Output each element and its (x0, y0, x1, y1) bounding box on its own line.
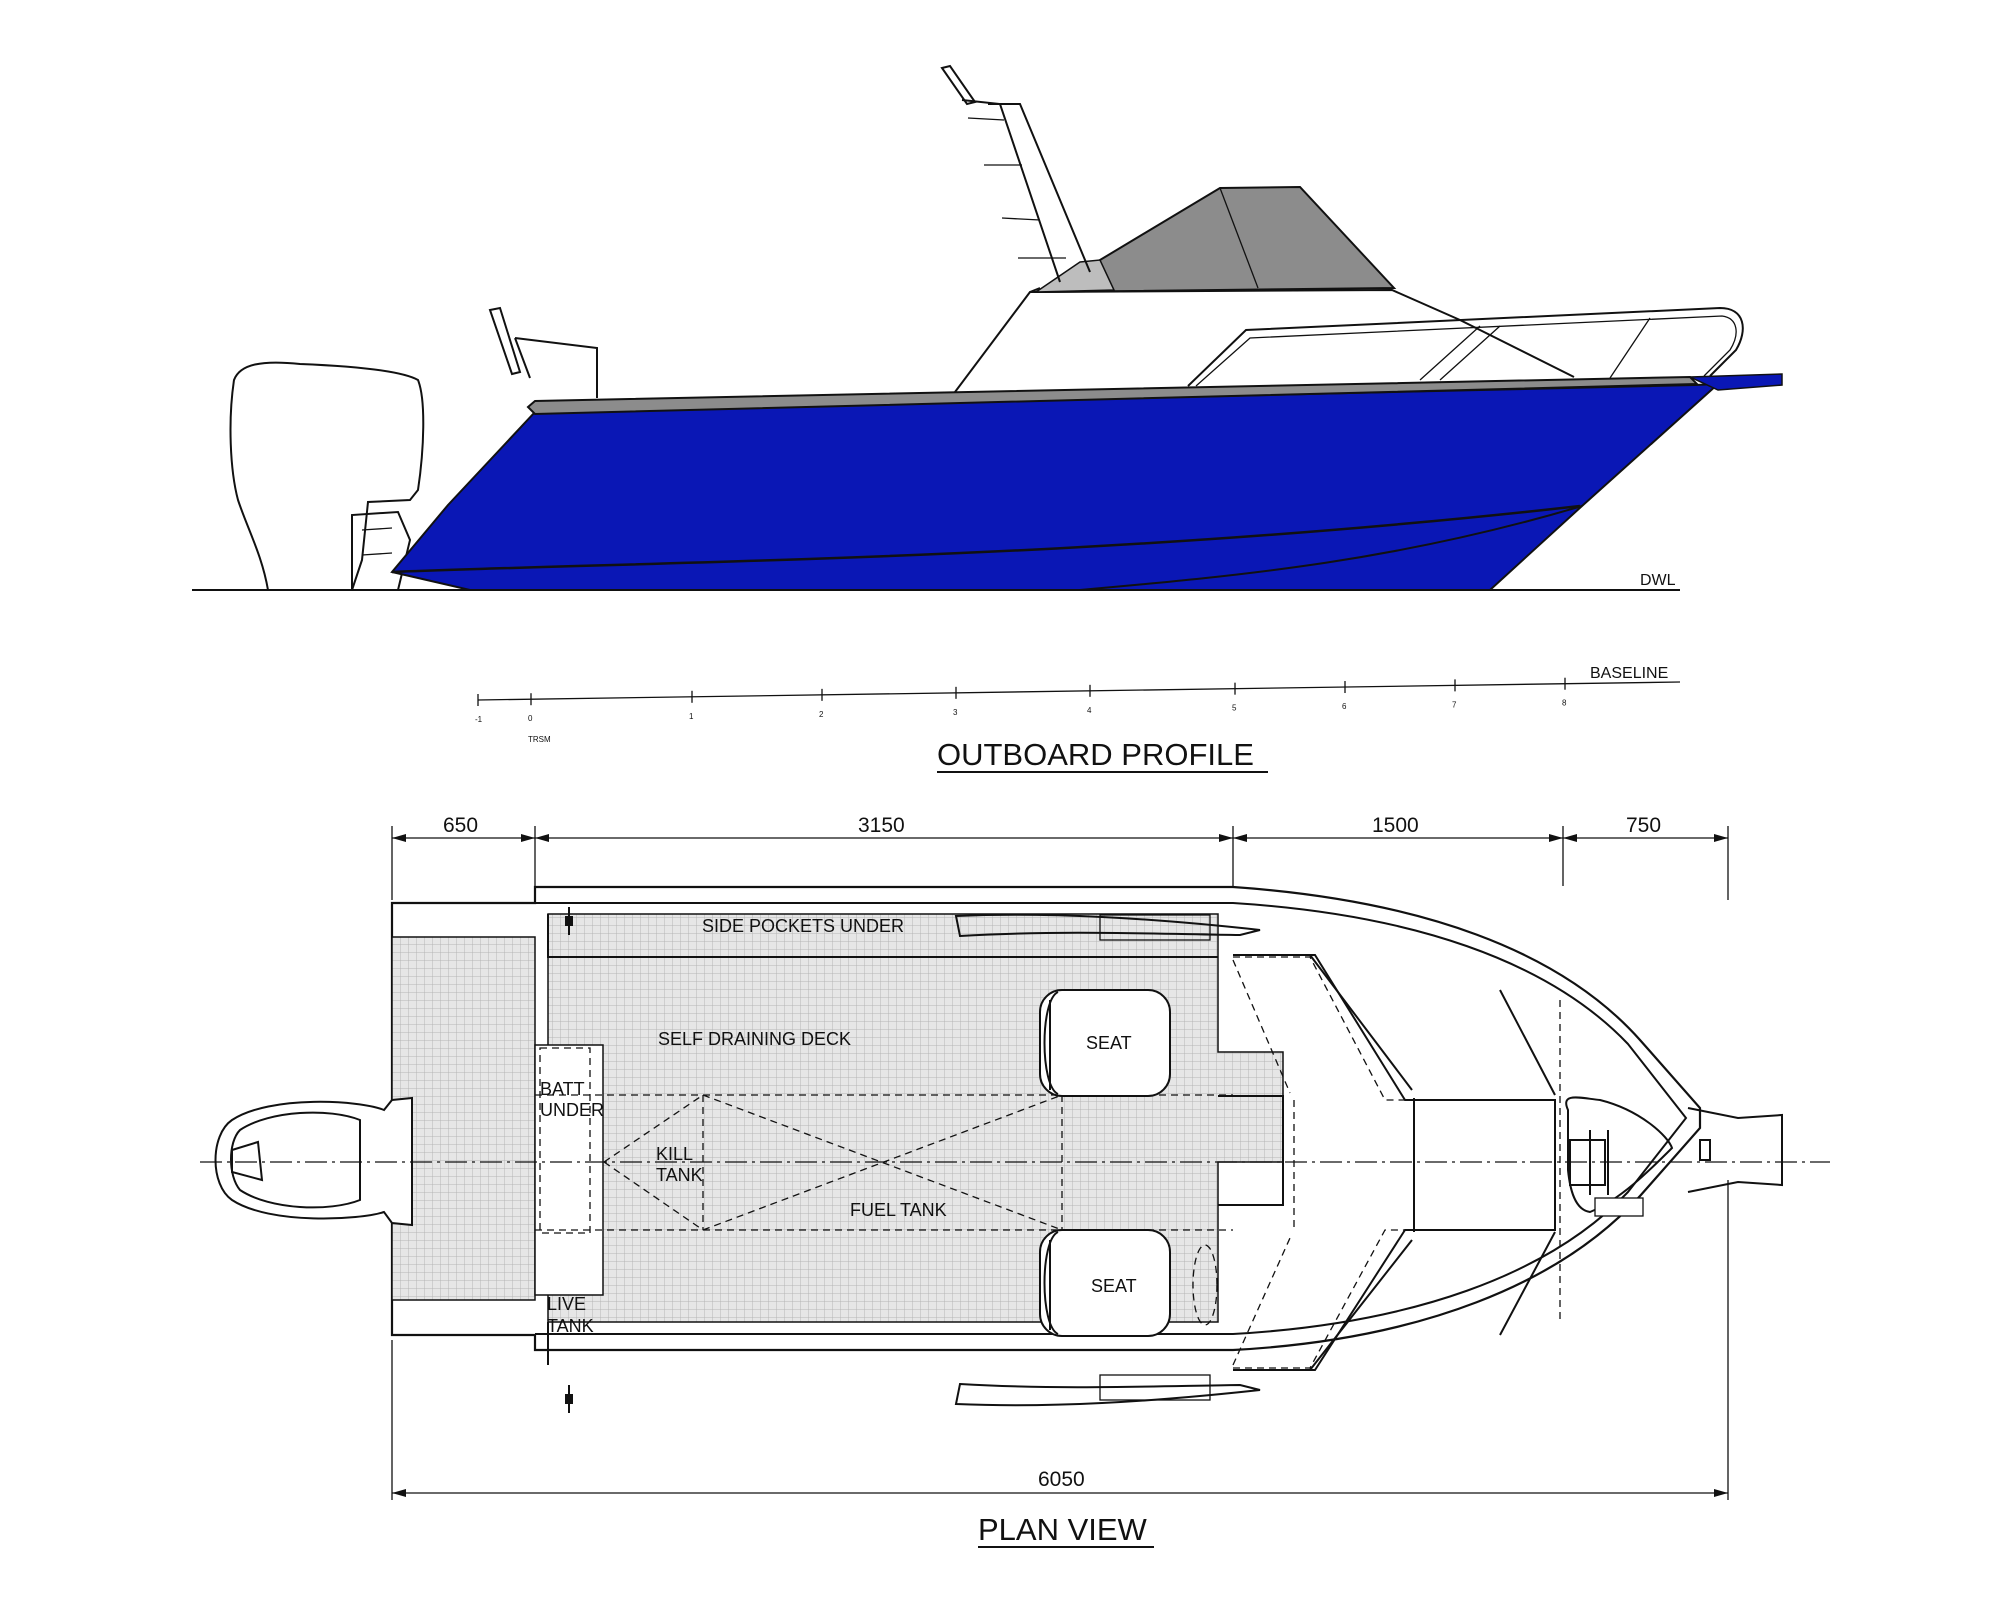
outboard-cowl-vent (231, 1140, 264, 1182)
baseline (477, 681, 1681, 701)
bow-roller (1699, 1139, 1711, 1161)
dimension-label-750: 750 (1626, 814, 1661, 837)
outboard-leg-detail (361, 527, 393, 556)
deck-label: SELF DRAINING DECK (658, 1029, 851, 1049)
station-tick-label: 3 (953, 708, 958, 717)
station-scale: -1 0 1 2 3 4 5 6 7 8 (475, 677, 1567, 724)
station-tick-label: 4 (1087, 706, 1092, 715)
canopy-front-pane (1033, 259, 1116, 293)
station-tick-label: 1 (689, 712, 694, 721)
anchor-hatch (1594, 1197, 1644, 1217)
seat-upper-label: SEAT (1086, 1033, 1132, 1053)
outboard-profile-title: OUTBOARD PROFILE (937, 737, 1254, 772)
bow-rail (1187, 306, 1744, 387)
cabin-front-inner (1309, 954, 1556, 1371)
cabin-window-panel (1029, 287, 1041, 293)
cabin-windscreen (1233, 954, 1556, 1371)
transom-deck-mesh (391, 936, 536, 1301)
cleat-upper (565, 907, 573, 935)
bowsprit (1689, 373, 1783, 391)
station-tick-label: 5 (1232, 704, 1237, 713)
plan-view: 650 3150 1500 750 (200, 814, 1830, 1548)
outboard-motor (229, 361, 425, 591)
bow-rail-stanchions (1419, 317, 1651, 381)
seat-upper-shape (1039, 989, 1171, 1097)
canopy-seam (1219, 187, 1259, 289)
batt-label-line2: UNDER (540, 1100, 604, 1120)
station-tick-label: 6 (1342, 702, 1347, 711)
forward-side-pocket-lower (954, 1382, 1261, 1407)
baseline-label: BASELINE (1590, 665, 1668, 682)
hull-keel (1079, 505, 1583, 591)
antenna (940, 64, 977, 106)
cabin-front (954, 288, 1575, 393)
radar-arch (961, 99, 1091, 283)
helm-console (1218, 1095, 1284, 1206)
forward-side-pocket-upper (954, 913, 1261, 938)
fuel-tank-outline (535, 1094, 1233, 1231)
dwl-label: DWL (1640, 572, 1676, 589)
station-tick-label: 0 (528, 714, 533, 723)
side-pockets-label: SIDE POCKETS UNDER (702, 916, 904, 936)
station-tick-label: -1 (475, 715, 483, 724)
self-draining-deck-mesh (547, 913, 1284, 1323)
dimension-label-1500: 1500 (1372, 814, 1419, 837)
outboard-profile-view: DWL BASELINE -1 0 1 2 3 4 5 6 7 8 TRSM OUTBOARD P… (192, 64, 1783, 773)
rear-seat-frame (514, 337, 598, 398)
station-tick-label: 8 (1562, 699, 1567, 708)
hull-side (390, 382, 1721, 591)
kill-tank-label-line1: KILL (656, 1144, 693, 1164)
station-tick-label: 7 (1452, 700, 1457, 709)
seat-lower-shape (1039, 1229, 1171, 1337)
bowsprit-plan (1687, 1107, 1783, 1193)
side-pocket-upper (547, 914, 1218, 958)
plan-gunwale-inner (535, 902, 1688, 1335)
cleat-lower (565, 1385, 573, 1413)
battery-box (539, 1047, 591, 1234)
dimension-chain-top (391, 826, 1729, 900)
radar-arch-rungs (967, 117, 1066, 259)
kill-tank-label-line2: TANK (656, 1165, 703, 1185)
overall-length-label: 6050 (1038, 1468, 1085, 1491)
hatch-oval (1192, 1244, 1218, 1326)
dimension-overall (391, 1180, 1729, 1500)
live-tank-label-line2: TANK (547, 1316, 594, 1336)
outboard-bracket (351, 510, 412, 591)
batt-label-line1: BATT (540, 1079, 585, 1099)
bow-rail-inner (1195, 315, 1737, 387)
hull-chine (391, 504, 1581, 574)
ladder-lower (1099, 1374, 1211, 1401)
gunwale-rubrail (526, 375, 1700, 416)
anchor-well (1565, 1096, 1674, 1214)
live-tank-box (534, 1044, 604, 1296)
dimension-label-650: 650 (443, 814, 478, 837)
fuel-tank-label: FUEL TANK (850, 1200, 947, 1220)
live-tank-label-line1: LIVE (547, 1294, 586, 1314)
station-tick-label: 2 (819, 710, 824, 719)
transom-label: TRSM (528, 735, 551, 744)
cabin-dashes (1232, 956, 1561, 1369)
plan-view-title: PLAN VIEW (978, 1512, 1148, 1547)
seat-lower-label: SEAT (1091, 1276, 1137, 1296)
dimension-label-3150: 3150 (858, 814, 905, 837)
ladder-upper (1099, 914, 1211, 941)
rear-seat-back (488, 306, 522, 376)
